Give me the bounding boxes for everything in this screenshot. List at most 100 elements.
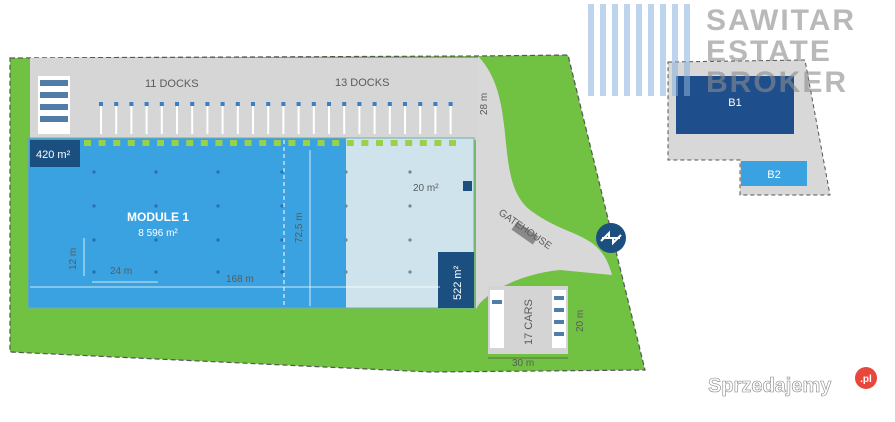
dock-door	[419, 104, 422, 134]
dock-marker	[220, 102, 225, 106]
dock-door	[434, 104, 437, 134]
dock-door	[388, 104, 391, 134]
column	[408, 204, 412, 208]
column	[92, 270, 96, 274]
dock-door	[221, 104, 224, 134]
dock-door	[404, 104, 406, 134]
truck-parking	[38, 76, 70, 134]
building-b2-label: B2	[767, 169, 780, 181]
dock-marker	[235, 102, 240, 106]
dock-door	[115, 104, 118, 134]
dock-marker	[387, 102, 392, 106]
dock-leveller	[157, 140, 164, 146]
dock-leveller	[419, 140, 427, 146]
entrance-icon	[596, 223, 626, 253]
dock-marker	[342, 102, 347, 106]
dock-marker	[448, 102, 453, 106]
building-b2	[741, 161, 807, 186]
office-north	[30, 140, 80, 167]
dock-leveller	[405, 140, 413, 146]
column	[280, 270, 284, 274]
office-north-area: 420 m²	[36, 149, 71, 161]
dock-marker	[433, 102, 438, 106]
dock-leveller	[230, 140, 237, 146]
column	[408, 238, 412, 242]
dock-door	[176, 104, 178, 134]
dock-leveller	[127, 140, 135, 146]
dock-marker	[327, 102, 331, 106]
column	[216, 270, 220, 274]
dock-door	[160, 104, 163, 134]
dock-door	[100, 104, 102, 134]
length-label: 168 m	[226, 274, 254, 285]
dock-door	[328, 104, 330, 134]
site-watermark-suffix: .pl	[860, 374, 872, 385]
dock-marker	[205, 102, 210, 106]
dock-door	[358, 104, 361, 134]
warehouse-module	[28, 138, 346, 308]
yard-depth-label: 28 m	[479, 93, 490, 115]
warehouse-outline	[27, 137, 475, 309]
module-title: MODULE 1	[127, 210, 189, 224]
dock-marker	[175, 102, 179, 106]
column	[154, 170, 158, 174]
gatehouse-building	[511, 221, 539, 245]
docks-right-label: 13 DOCKS	[335, 77, 389, 89]
dock-leveller	[376, 140, 383, 146]
building-b1-label: B1	[728, 97, 741, 109]
office-south	[438, 252, 474, 308]
column	[280, 238, 284, 242]
dock-door	[252, 104, 254, 134]
site-watermark: Sprzedajemy	[708, 375, 832, 397]
dock-marker	[418, 102, 423, 106]
dock-door	[191, 104, 194, 134]
column	[92, 238, 96, 242]
dock-door	[145, 104, 148, 134]
column	[280, 204, 284, 208]
column	[216, 170, 220, 174]
dock-leveller	[98, 140, 106, 146]
office-south-area: 522 m²	[452, 265, 464, 300]
watermark-line-2: ESTATE	[706, 35, 832, 68]
dock-marker	[266, 102, 271, 106]
car-parking	[488, 286, 568, 354]
dock-leveller	[390, 140, 398, 146]
column	[216, 204, 220, 208]
dock-marker	[251, 102, 255, 106]
dock-marker	[114, 102, 119, 106]
column	[408, 170, 412, 174]
building-b1	[676, 76, 794, 134]
column	[154, 238, 158, 242]
dock-leveller	[303, 140, 310, 146]
watermark-line-3: BROKER	[706, 66, 848, 99]
site-watermark-badge	[855, 367, 877, 389]
dock-leveller	[84, 140, 91, 146]
parking-width-label: 30 m	[512, 358, 534, 369]
dock-marker	[311, 102, 316, 106]
module-area: 8 596 m²	[138, 228, 178, 239]
small-room	[463, 181, 472, 191]
dock-leveller	[142, 140, 150, 146]
dock-leveller	[332, 140, 340, 146]
dock-doors	[99, 102, 453, 134]
dock-leveller	[346, 140, 354, 146]
dock-marker	[281, 102, 286, 106]
dock-marker	[159, 102, 164, 106]
dock-door	[206, 104, 209, 134]
columns	[92, 170, 412, 274]
column	[280, 170, 284, 174]
column	[344, 204, 348, 208]
column	[344, 270, 348, 274]
column	[154, 270, 158, 274]
column	[344, 238, 348, 242]
column	[216, 238, 220, 242]
dock-door	[236, 104, 239, 134]
dock-leveller	[200, 140, 208, 146]
dock-door	[312, 104, 315, 134]
dock-marker	[357, 102, 362, 106]
column	[344, 170, 348, 174]
column	[92, 204, 96, 208]
dock-leveller	[273, 140, 281, 146]
dock-leveller	[215, 140, 223, 146]
parking-label: 17 CARS	[523, 299, 535, 345]
